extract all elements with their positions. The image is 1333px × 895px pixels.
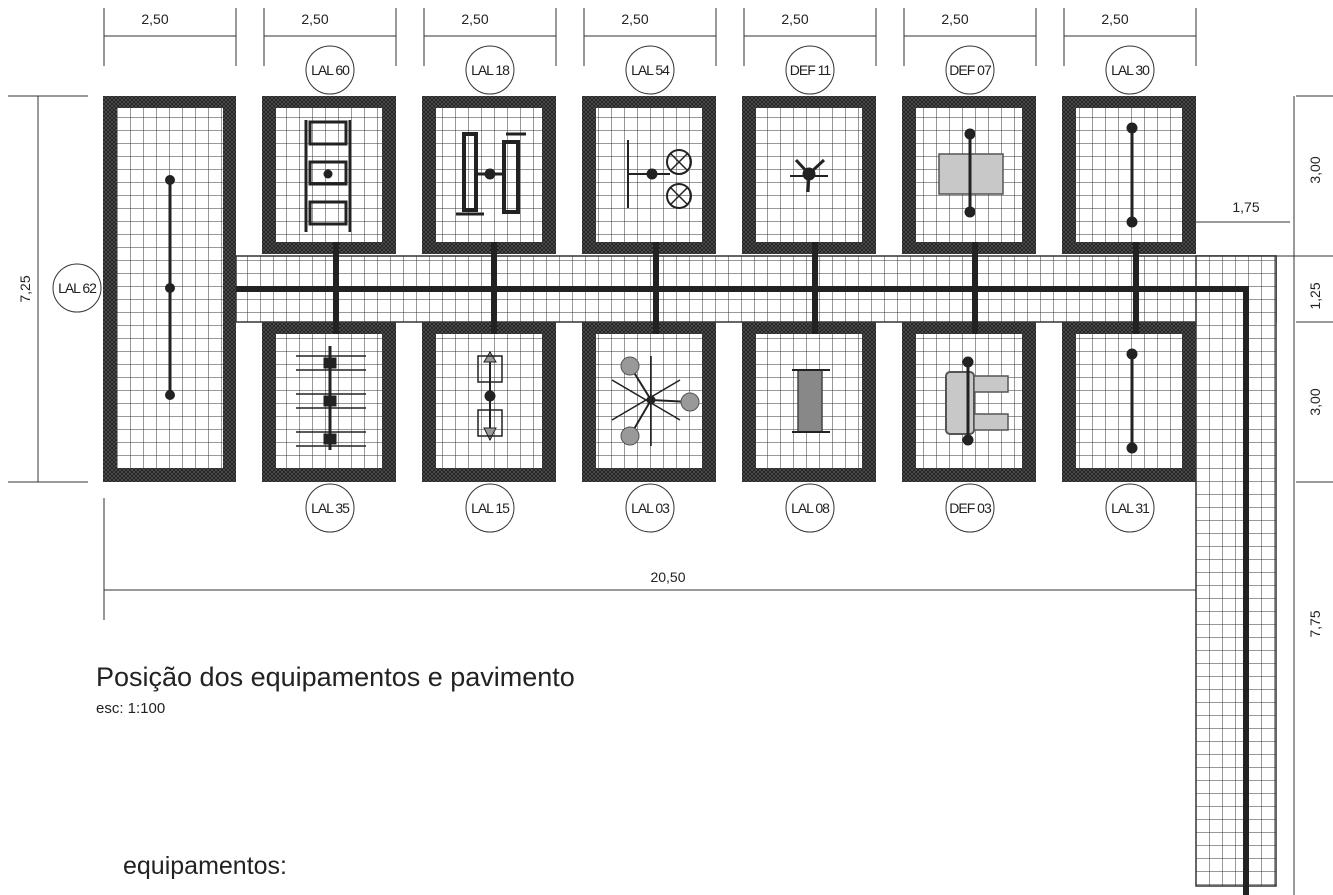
- equipment-label-left: LAL 62: [52, 263, 102, 313]
- dim-width-4: 2,50: [621, 11, 648, 27]
- bottom-modules: [262, 322, 1196, 482]
- equipment-section-label: equipamentos:: [123, 852, 288, 880]
- code-top-2: LAL 18: [471, 62, 510, 78]
- equipment-label-top: LAL 60 LAL 18 LAL 54 DEF 11 DEF 07 LAL 3…: [305, 45, 1155, 95]
- code-bottom-2: LAL 15: [471, 500, 510, 516]
- twister-icon: [790, 158, 828, 193]
- module-connectors: [333, 242, 1139, 334]
- dim-total-width: 20,50: [650, 569, 685, 585]
- dim-path-offset: 1,75: [1232, 199, 1259, 215]
- module-lal-30: [1062, 96, 1196, 254]
- bar-icon: [1126, 348, 1138, 454]
- module-lal-62: [103, 96, 236, 482]
- slat-bench-icon: [792, 369, 830, 433]
- code-top-6: LAL 30: [1111, 62, 1150, 78]
- dim-width-2: 2,50: [301, 11, 328, 27]
- module-lal-31: [1062, 322, 1196, 482]
- dim-width-3: 2,50: [461, 11, 488, 27]
- press-frame-icon: [304, 120, 352, 232]
- drawing-scale: esc: 1:100: [96, 700, 166, 717]
- dim-width-6: 2,50: [941, 11, 968, 27]
- code-lal-62: LAL 62: [58, 280, 97, 296]
- code-top-3: LAL 54: [631, 62, 670, 78]
- dim-width-1: 2,50: [141, 11, 168, 27]
- dim-right-bottom: 3,00: [1307, 388, 1323, 415]
- code-bottom-5: DEF 03: [949, 500, 992, 516]
- equipment-label-bottom: LAL 35 LAL 15 LAL 03 LAL 08 DEF 03 LAL 3…: [305, 483, 1155, 533]
- weight-stack-icon: [456, 132, 526, 216]
- code-top-4: DEF 11: [790, 62, 832, 78]
- code-bottom-4: LAL 08: [791, 500, 830, 516]
- multi-station-icon: [611, 356, 700, 446]
- walkway-pavement: [235, 255, 1277, 895]
- dim-path-length: 7,75: [1307, 610, 1323, 637]
- wheels-icon: [627, 140, 692, 209]
- equipment-symbols-bottom: [296, 346, 1138, 454]
- dimension-lines: [8, 8, 1333, 895]
- bench-icon: [938, 128, 1004, 218]
- code-bottom-6: LAL 31: [1111, 500, 1150, 516]
- dim-right-top: 3,00: [1307, 156, 1323, 183]
- top-modules: [262, 96, 1196, 254]
- code-bottom-3: LAL 03: [631, 500, 670, 516]
- code-top-1: LAL 60: [311, 62, 350, 78]
- equipment-symbols-top: [304, 120, 1138, 232]
- drawing-title: Posição dos equipamentos e pavimento: [96, 662, 575, 692]
- stepper-icon: [296, 346, 366, 450]
- dimension-labels: 2,50 2,50 2,50 2,50 2,50 2,50 2,50 20,50…: [17, 11, 1323, 638]
- code-bottom-1: LAL 35: [311, 500, 350, 516]
- bar-icon: [1126, 122, 1138, 228]
- dim-total-height: 7,25: [17, 275, 33, 302]
- rotator-icon: [477, 351, 503, 442]
- equipment-code-bubbles: LAL 62 LAL 60 LAL 18 LAL 54 DEF 11 DEF 0…: [52, 45, 1155, 533]
- dim-width-5: 2,50: [781, 11, 808, 27]
- seat-icon: [945, 356, 1009, 446]
- dim-width-7: 2,50: [1101, 11, 1128, 27]
- dim-right-mid: 1,25: [1307, 282, 1323, 309]
- code-top-5: DEF 07: [949, 62, 992, 78]
